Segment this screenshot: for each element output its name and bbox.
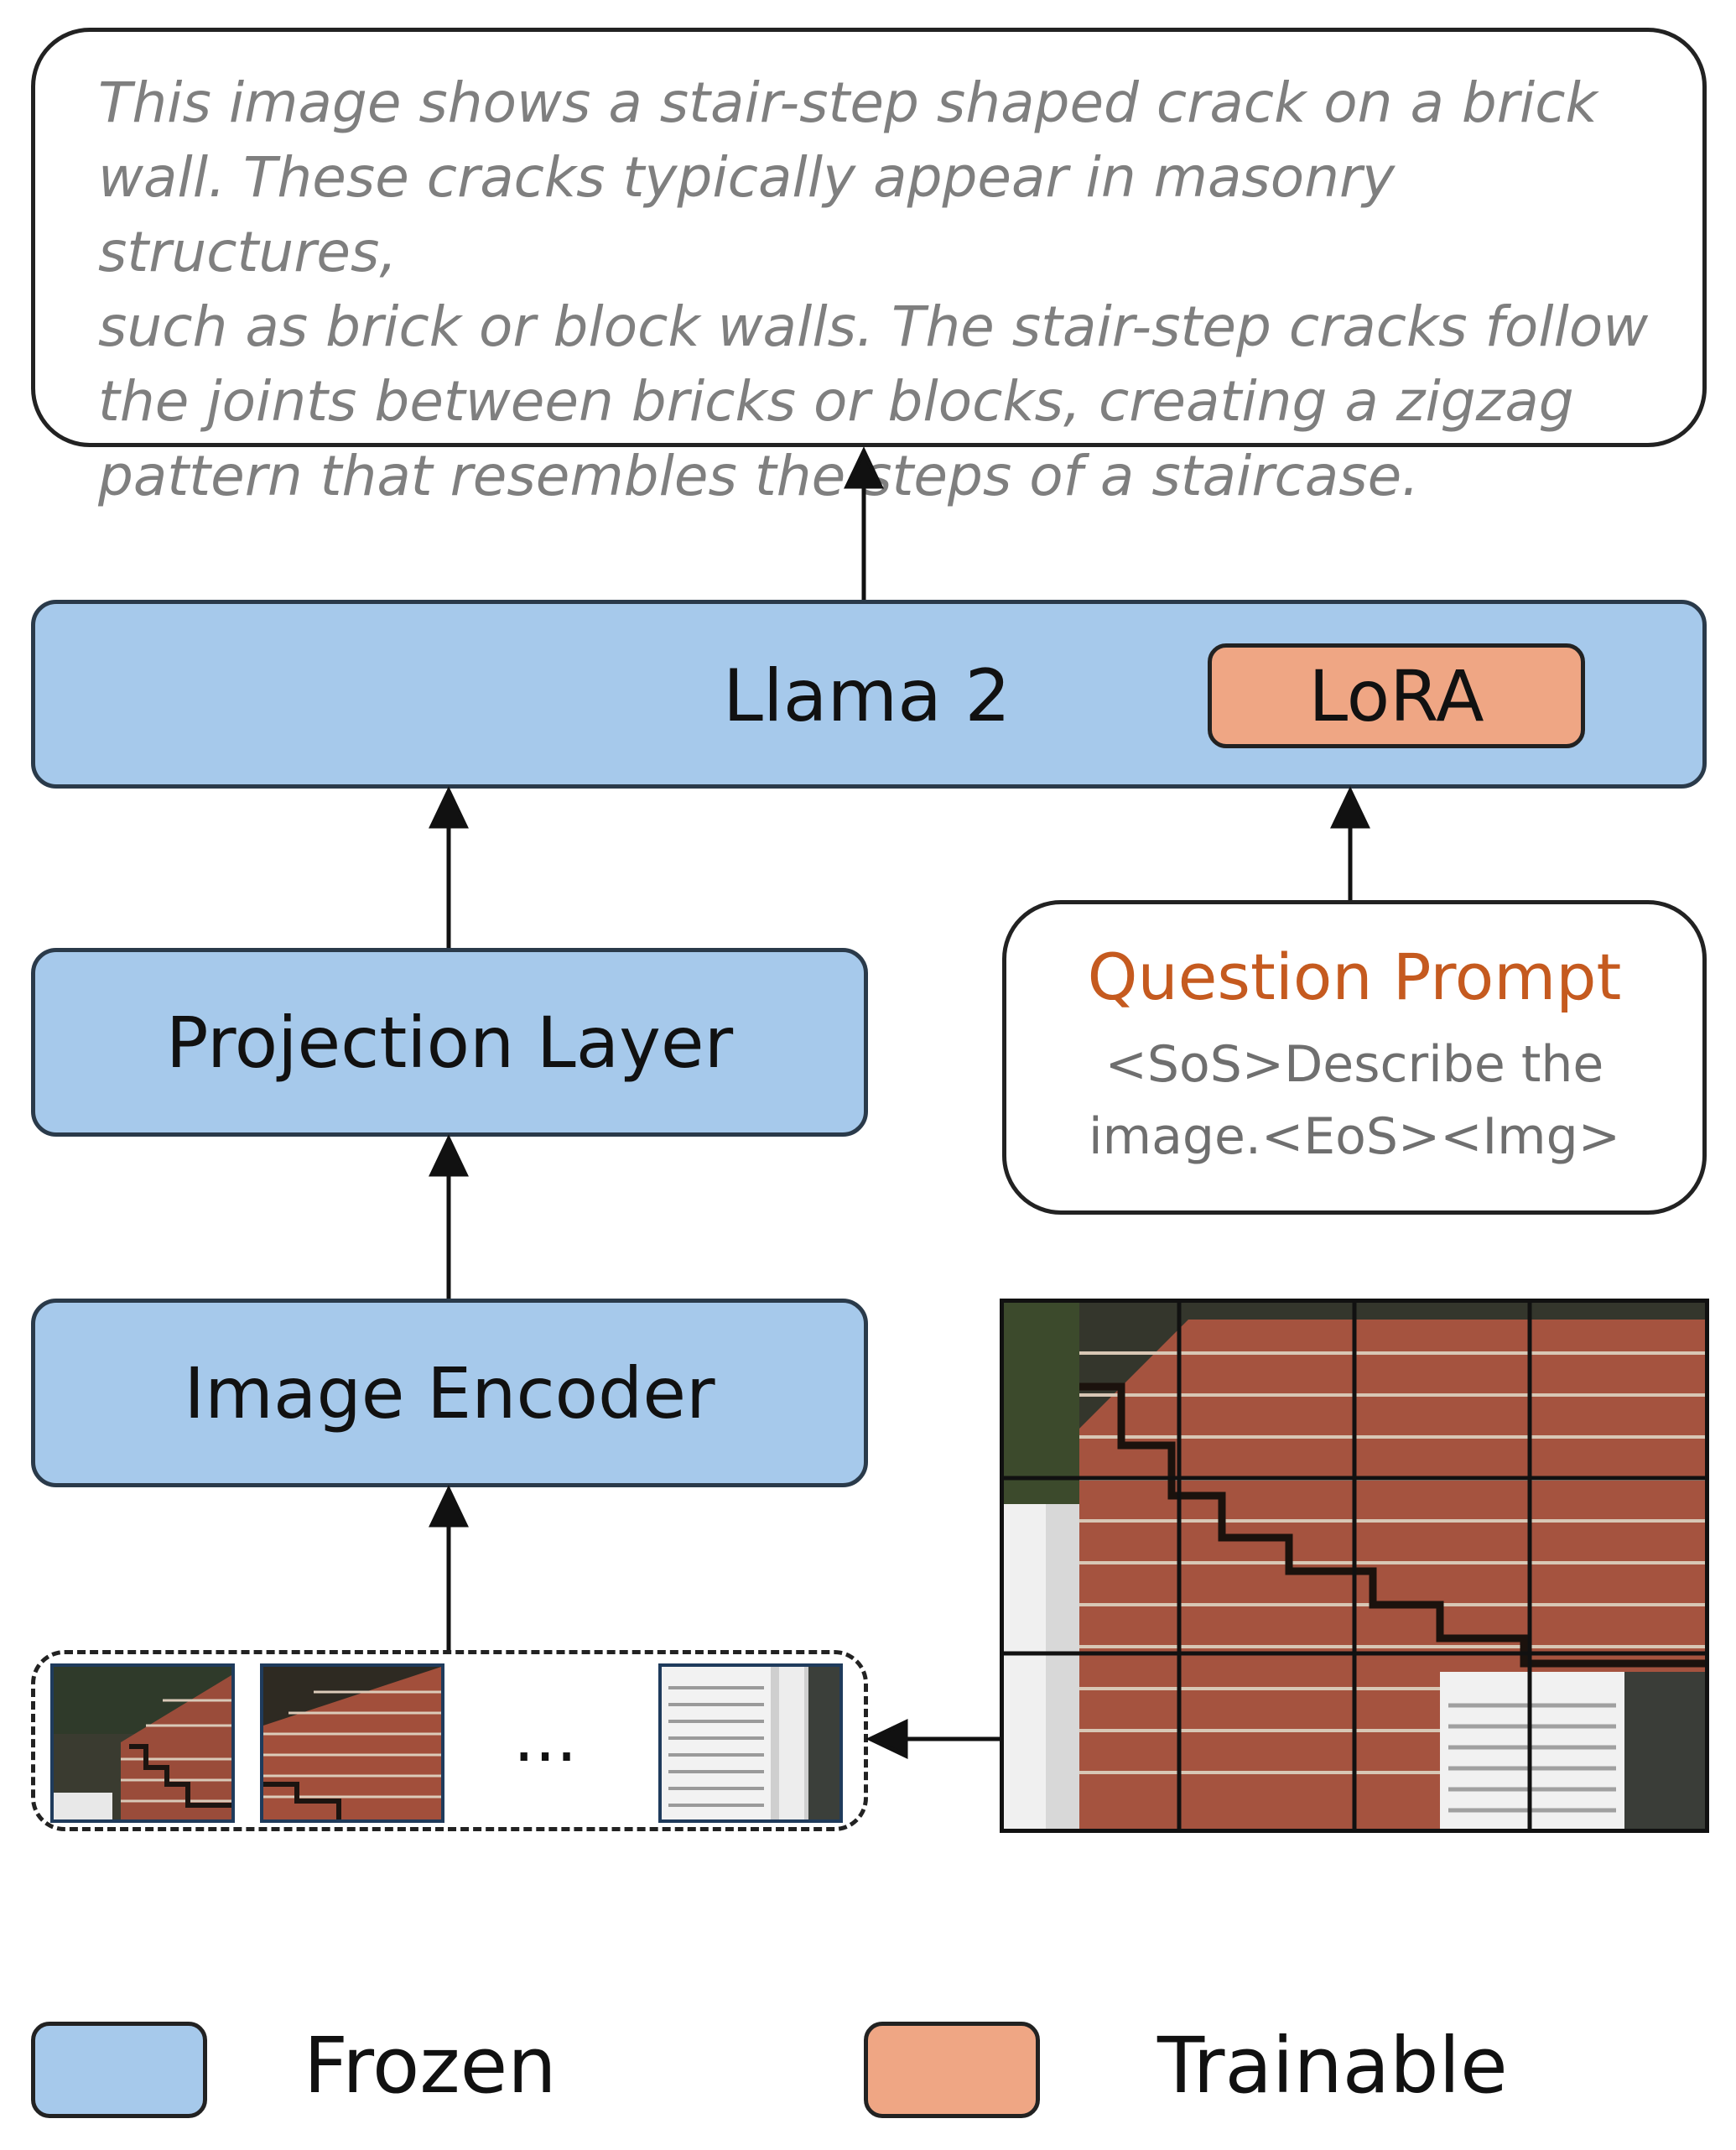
arrow-head (865, 1719, 908, 1759)
legend-trainable-label: Trainable (1157, 2021, 1508, 2111)
projection-layer-label: Projection Layer (165, 1002, 734, 1084)
output-line: the joints between bricks or blocks, cre… (98, 369, 1574, 434)
image-encoder-block: Image Encoder (31, 1299, 868, 1487)
legend-trainable-swatch (864, 2022, 1040, 2118)
output-line: such as brick or block walls. The stair-… (98, 294, 1649, 359)
output-line: pattern that resembles the steps of a st… (98, 444, 1420, 508)
patch-crack-corner-image (54, 1667, 231, 1819)
ellipsis: ... (513, 1699, 578, 1777)
patch-thumbnail (658, 1663, 843, 1823)
patch-shutter-image (662, 1667, 839, 1819)
arrow-head (429, 1134, 469, 1177)
prompt-line: <SoS>Describe the (1104, 1035, 1604, 1094)
lora-block: LoRA (1208, 643, 1585, 748)
llama-2-label: Llama 2 (723, 654, 1011, 738)
lora-label: LoRA (1308, 655, 1484, 737)
patch-thumbnail (50, 1663, 235, 1823)
image-encoder-label: Image Encoder (184, 1352, 715, 1434)
arrow-head (429, 786, 469, 829)
output-description: This image shows a stair-step shaped cra… (98, 65, 1675, 513)
question-prompt-box: Question Prompt <SoS>Describe the image.… (1002, 900, 1707, 1215)
output-line: wall. These cracks typically appear in m… (98, 145, 1396, 284)
brick-wall-crack-image (1004, 1303, 1705, 1829)
prompt-line: image.<EoS><Img> (1089, 1107, 1620, 1166)
projection-layer-block: Projection Layer (31, 948, 868, 1137)
arrow-head (1330, 786, 1370, 829)
output-text-box: This image shows a stair-step shaped cra… (31, 28, 1707, 508)
image-patches-group: ... (31, 1650, 868, 1831)
arrow-head (844, 446, 884, 489)
arrow-group (429, 446, 1370, 1759)
output-line: This image shows a stair-step shaped cra… (98, 70, 1598, 135)
arrow-head (429, 1485, 469, 1528)
question-prompt-text: <SoS>Describe the image.<EoS><Img> (1006, 1028, 1702, 1173)
patch-brick-image (263, 1667, 441, 1819)
legend-frozen-swatch (31, 2022, 207, 2118)
legend-frozen-label: Frozen (304, 2021, 557, 2111)
patch-thumbnail (260, 1663, 444, 1823)
question-prompt-title: Question Prompt (1087, 940, 1622, 1014)
input-wall-image (1000, 1299, 1709, 1833)
